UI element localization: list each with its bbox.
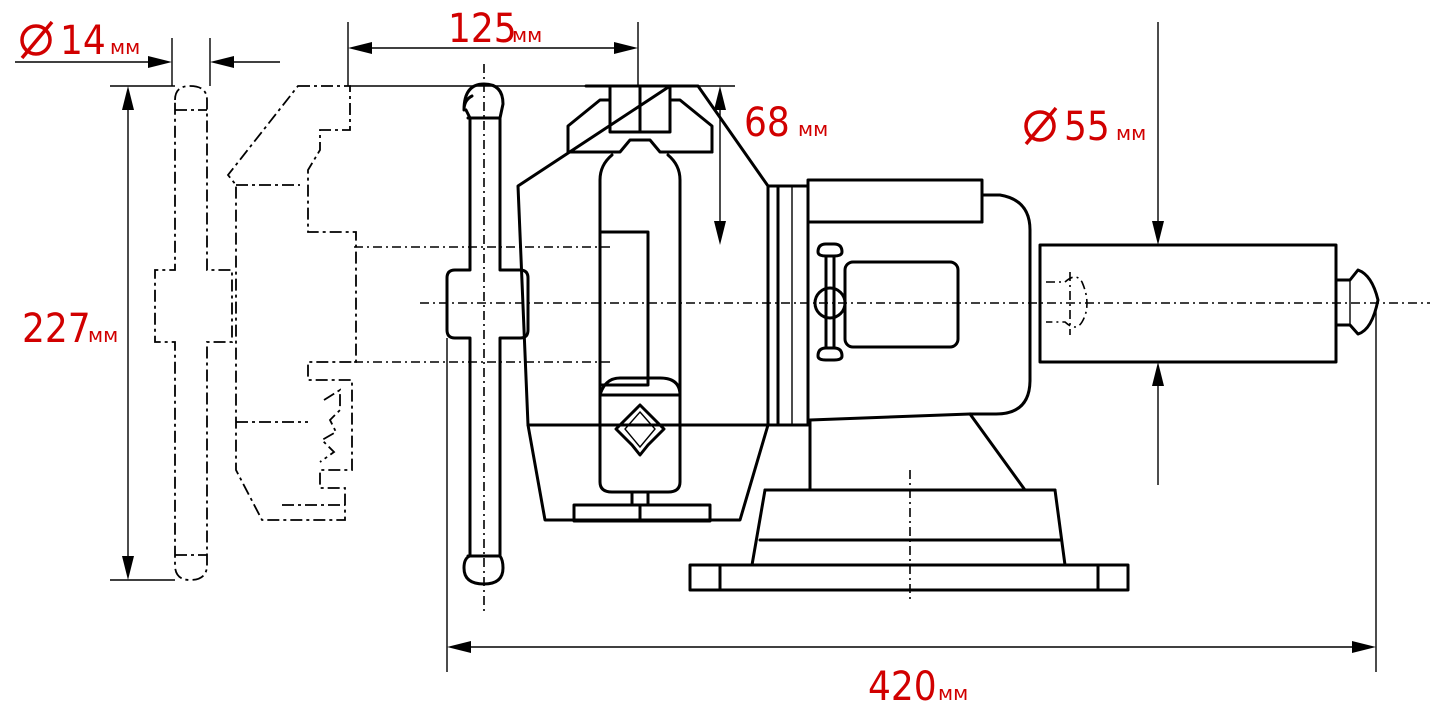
- diameter-icon: [20, 20, 54, 60]
- jaw-width-value: 125: [448, 6, 517, 52]
- jaw-width-unit: мм: [512, 23, 542, 47]
- rod-diameter-unit: мм: [110, 35, 140, 59]
- label-jaw-opening: 68 мм: [744, 100, 828, 146]
- jaw-opening-unit: мм: [798, 117, 828, 141]
- pipe-diameter-value: 55: [1064, 104, 1110, 150]
- jaw-opening-value: 68: [744, 100, 790, 146]
- label-length: 420 мм: [868, 664, 968, 709]
- diameter-icon: [1024, 106, 1058, 146]
- label-pipe-diameter: 55 мм: [1024, 104, 1146, 150]
- centerlines: [354, 64, 1430, 612]
- length-unit: мм: [938, 681, 968, 705]
- ghost-side-view: [154, 85, 357, 581]
- label-jaw-width: 125 мм: [448, 6, 542, 52]
- length-value: 420: [868, 664, 937, 709]
- height-unit: мм: [88, 323, 118, 347]
- label-height: 227 мм: [22, 306, 118, 352]
- dimension-lines: [15, 22, 1377, 672]
- vise-body: [445, 82, 1380, 592]
- rod-diameter-value: 14: [60, 18, 106, 64]
- height-value: 227: [22, 306, 91, 352]
- pipe-diameter-unit: мм: [1116, 121, 1146, 145]
- label-rod-diameter: 14 мм: [20, 18, 140, 64]
